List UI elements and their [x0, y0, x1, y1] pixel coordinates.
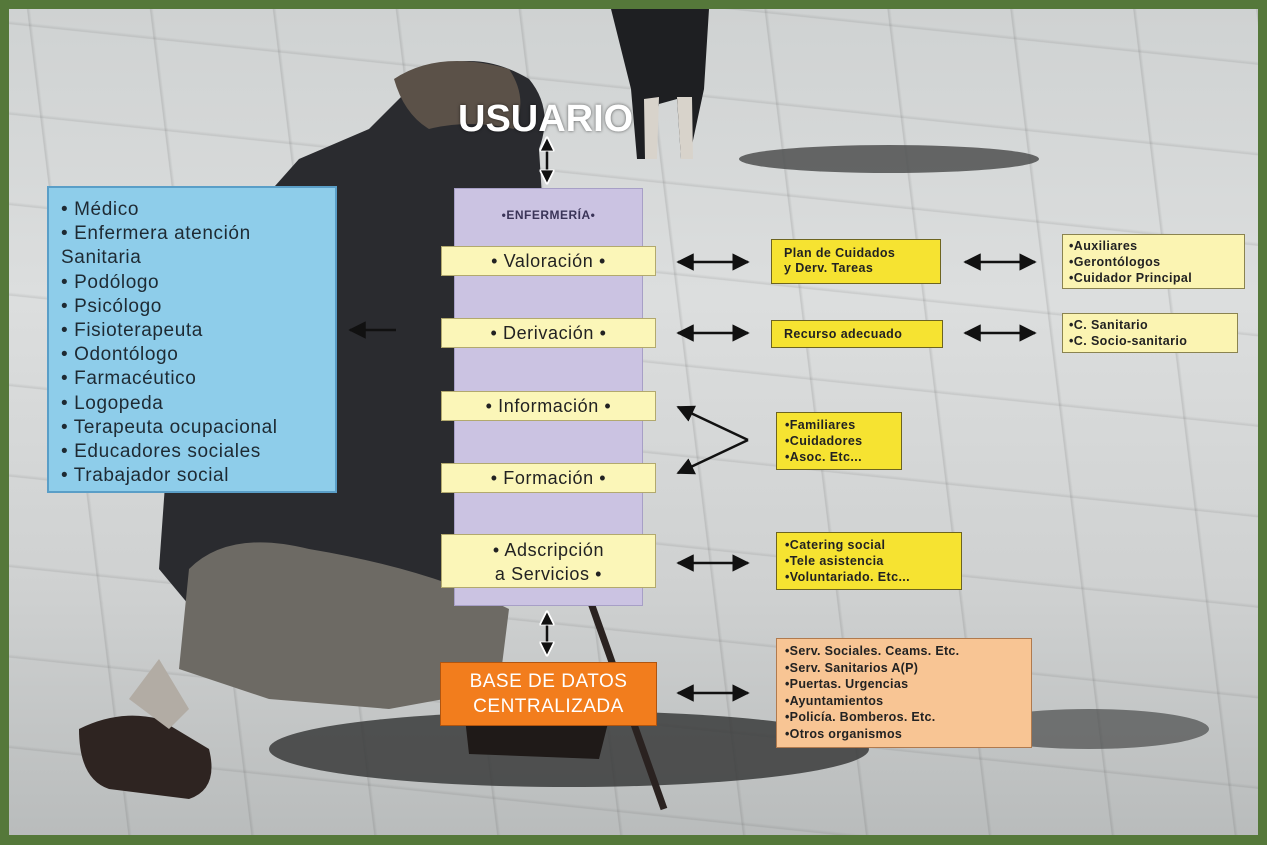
familia-item: •Asoc. Etc...: [785, 450, 862, 464]
organismos-item: •Otros organismos: [785, 726, 903, 741]
staff-item: •Auxiliares: [1069, 239, 1138, 253]
familia-item: •Familiares: [785, 418, 856, 432]
base-datos-line-1: BASE DE DATOS: [469, 671, 628, 692]
professional-item: • Enfermera atención: [61, 223, 251, 245]
centros-box: •C. Sanitario •C. Socio-sanitario: [1062, 313, 1238, 353]
organismos-item: •Policía. Bomberos. Etc.: [785, 710, 936, 725]
woman-skirt: [179, 542, 509, 709]
professional-item: • Psicólogo: [61, 295, 162, 317]
staff-item: •Gerontólogos: [1069, 255, 1161, 269]
arrow-familia-informacion: [676, 405, 749, 442]
servicios-item: •Voluntariado. Etc...: [785, 570, 911, 584]
organismos-box: •Serv. Sociales. Ceams. Etc. •Serv. Sani…: [776, 638, 1032, 748]
professional-item: Sanitaria: [61, 247, 142, 269]
recurso-adecuado-box: Recurso adecuado: [771, 320, 943, 348]
adscripcion-line-1: • Adscripción: [492, 540, 605, 560]
professional-item: • Terapeuta ocupacional: [61, 416, 278, 438]
woman-shoe-left: [79, 715, 212, 799]
professional-item: • Logopeda: [61, 392, 164, 414]
professional-item: • Educadores sociales: [61, 441, 261, 463]
familia-box: •Familiares •Cuidadores •Asoc. Etc...: [776, 412, 902, 470]
staff-item: •Cuidador Principal: [1069, 271, 1193, 285]
professional-item: • Médico: [61, 199, 139, 220]
valoracion-box: • Valoración •: [441, 246, 656, 276]
plan-line-2: y Derv. Tareas: [784, 261, 874, 275]
professional-item: • Odontólogo: [61, 344, 179, 366]
organismos-item: •Serv. Sanitarios A(P): [785, 660, 919, 675]
professional-item: • Farmacéutico: [61, 368, 197, 390]
usuario-title: USUARIO: [458, 98, 634, 140]
centros-item: •C. Sanitario: [1069, 318, 1149, 332]
centros-item: •C. Socio-sanitario: [1069, 334, 1188, 348]
plan-cuidados-box: Plan de Cuidados y Derv. Tareas: [771, 239, 941, 284]
person-calves: [644, 97, 693, 159]
professional-item: • Trabajador social: [61, 465, 230, 487]
organismos-item: •Puertas. Urgencias: [785, 677, 909, 692]
shadow-top: [739, 145, 1039, 173]
familia-item: •Cuidadores: [785, 434, 863, 448]
enfermeria-label: •ENFERMERÍA•: [501, 208, 596, 222]
organismos-item: •Ayuntamientos: [785, 693, 884, 708]
professional-item: • Podólogo: [61, 271, 160, 293]
formacion-box: • Formación •: [441, 463, 656, 493]
derivacion-box: • Derivación •: [441, 318, 656, 348]
adscripcion-line-2: a Servicios •: [494, 564, 603, 584]
professionals-box: • Médico • Enfermera atención Sanitaria …: [47, 186, 337, 493]
woman-hair: [394, 61, 521, 129]
base-datos-box: BASE DE DATOS CENTRALIZADA: [440, 662, 657, 726]
arrow-familia-formacion: [676, 438, 749, 475]
servicios-box: •Catering social •Tele asistencia •Volun…: [776, 532, 962, 590]
plan-line-1: Plan de Cuidados: [784, 246, 896, 260]
informacion-box: • Información •: [441, 391, 656, 421]
servicios-item: •Catering social: [785, 538, 886, 552]
staff-box: •Auxiliares •Gerontólogos •Cuidador Prin…: [1062, 234, 1245, 289]
professional-item: • Fisioterapeuta: [61, 320, 203, 342]
organismos-item: •Serv. Sociales. Ceams. Etc.: [785, 644, 960, 658]
adscripcion-box: • Adscripción a Servicios •: [441, 534, 656, 588]
woman-leg: [129, 659, 189, 729]
servicios-item: •Tele asistencia: [785, 554, 884, 568]
base-datos-line-2: CENTRALIZADA: [473, 696, 624, 717]
